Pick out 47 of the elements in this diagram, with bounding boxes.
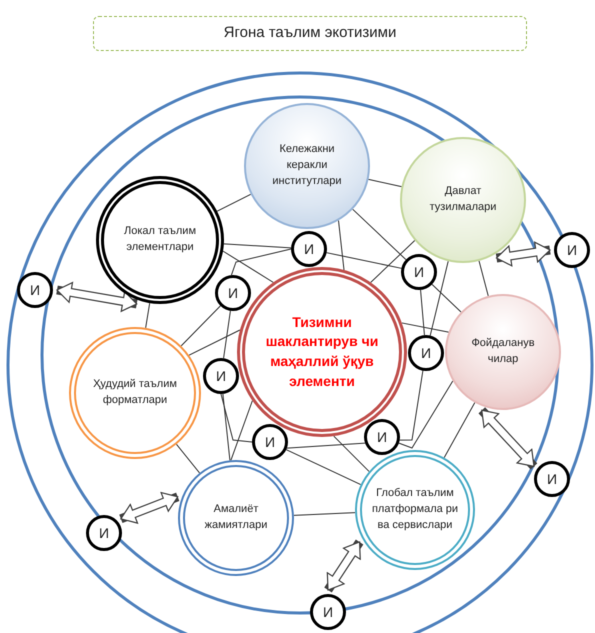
double-arrow <box>56 282 138 312</box>
node-label: И <box>420 344 432 362</box>
connector-line <box>223 310 231 359</box>
connector-line <box>223 243 292 248</box>
connector-line <box>432 284 462 312</box>
node-label: Фойдаланув чилар <box>470 336 536 367</box>
node-label: И <box>30 280 40 300</box>
connector-line <box>399 370 424 441</box>
node-label: И <box>228 284 238 302</box>
node-label: Локал таълим элементлари <box>122 224 197 255</box>
node-label: Давлат тузилмалари <box>428 184 498 215</box>
double-arrow <box>324 540 364 592</box>
double-arrow <box>496 242 551 266</box>
node-label: И <box>322 602 334 622</box>
node-label: Кележакни керакли институтлари <box>271 142 343 189</box>
node-label: И <box>414 262 424 282</box>
connector-line <box>230 400 253 461</box>
connector-line <box>180 305 221 346</box>
double-arrow <box>119 492 180 524</box>
node-label: И <box>304 240 314 258</box>
node-label: Амалиёт жамиятлари <box>204 502 268 533</box>
double-arrow <box>478 407 538 470</box>
title-text: Ягона таълим экотизими <box>224 23 396 44</box>
connector-line <box>420 289 425 336</box>
connector-line <box>176 444 200 474</box>
node-label: И <box>98 524 110 542</box>
node-label: Тизимни шаклантирув чи маҳаллий ўқув элементи <box>264 312 380 391</box>
connector-line <box>368 178 402 188</box>
connector-line <box>222 393 230 461</box>
node-label: И <box>216 366 226 386</box>
node-label: Ҳудудий таълим форматлари <box>92 377 178 408</box>
connector-line <box>230 248 292 276</box>
node-label: И <box>264 432 276 452</box>
connector-line <box>333 436 370 472</box>
node-label: Глобал таълим платформала ри ва сервислари <box>370 486 460 533</box>
connector-line <box>352 208 406 260</box>
node-label: И <box>566 240 578 260</box>
node-label: И <box>546 470 558 488</box>
connector-line <box>293 512 356 516</box>
connector-line <box>430 260 449 336</box>
connector-line <box>398 380 454 449</box>
node-label: И <box>376 428 388 446</box>
connector-line <box>145 302 150 328</box>
connector-line <box>286 442 366 449</box>
connector-line <box>370 240 416 283</box>
connector-line <box>222 250 274 283</box>
connector-line <box>220 394 252 442</box>
